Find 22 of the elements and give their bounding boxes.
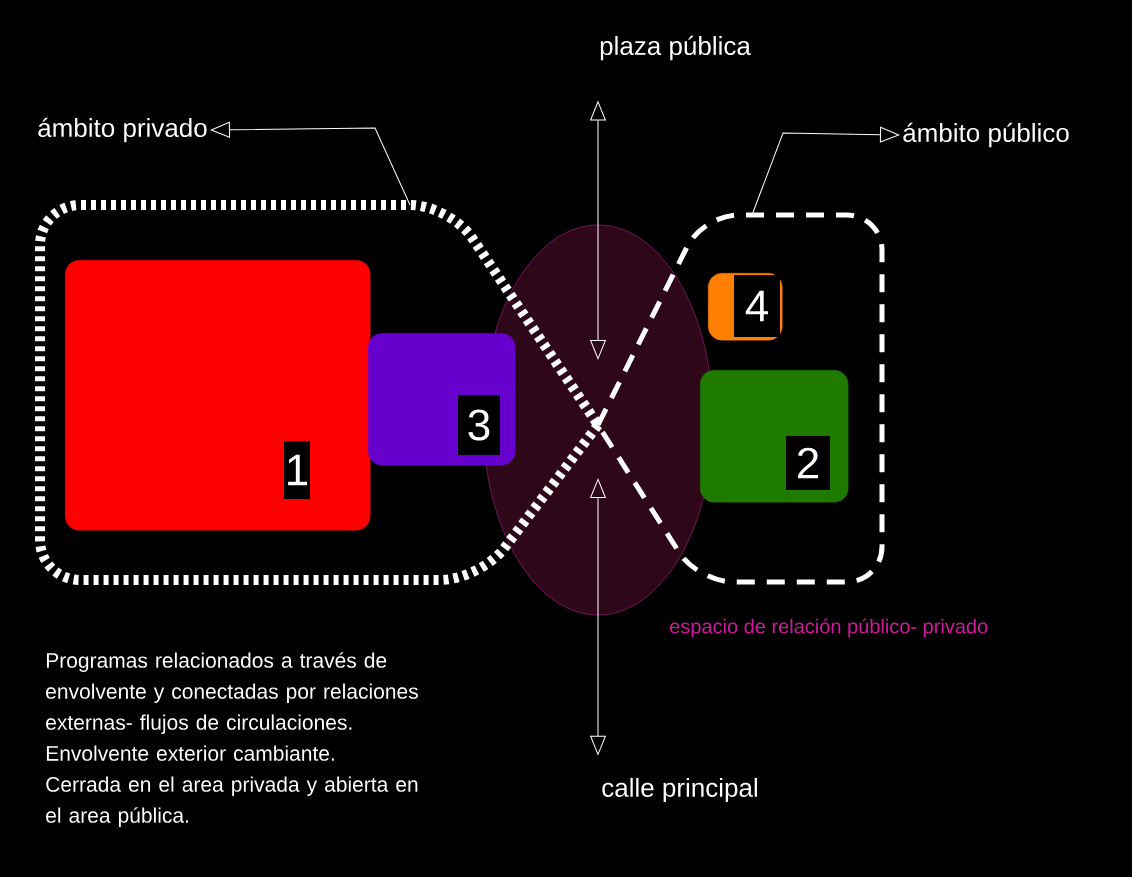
envelope-outline xyxy=(595,212,885,585)
note-text: Envolvente exterior cambiante. xyxy=(46,745,334,761)
area-caption: espacio de relación público- privado xyxy=(670,618,988,638)
region-label: ámbito privado xyxy=(38,117,207,143)
note-text: Programas relacionados a través de envolvente y conectadas por relaciones externas- flujos de circulaciones. xyxy=(46,652,418,734)
circulation-arrow xyxy=(590,101,606,360)
note-text: Cerrada en el area privada y abierta en el area pública. xyxy=(46,776,418,827)
program-box xyxy=(368,333,516,466)
number-tag: 4 xyxy=(734,275,780,337)
leader-line xyxy=(751,126,900,216)
number-tag: 1 xyxy=(284,441,310,499)
leader-line xyxy=(210,121,411,206)
street-label: plaza pública xyxy=(600,35,751,61)
program-box xyxy=(65,260,371,531)
program-box xyxy=(708,273,783,341)
envelope-outline xyxy=(35,200,603,585)
number-tag: 3 xyxy=(458,395,500,455)
region-label: ámbito público xyxy=(903,122,1069,148)
street-label: calle principal xyxy=(602,777,757,803)
number-tag: 2 xyxy=(786,436,830,490)
program-box xyxy=(700,370,849,503)
circulation-arrow xyxy=(590,478,606,755)
